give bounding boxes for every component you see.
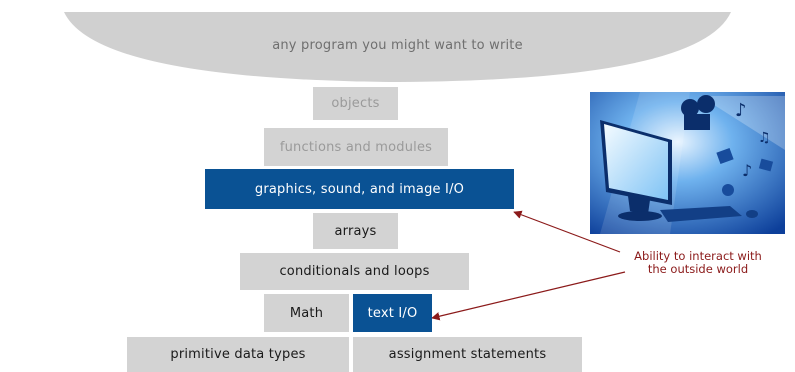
block-assignment-statements: assignment statements [353, 337, 582, 372]
annotation-line-1: Ability to interact with [634, 249, 762, 263]
arrow-to-graphics [513, 210, 621, 253]
block-conditionals-and-loops: conditionals and loops [240, 253, 469, 290]
multimedia-computer-picture: ♪ ♫ ♪ [590, 92, 785, 234]
svg-text:♪: ♪ [742, 161, 752, 180]
arrow-to-text-io [431, 271, 626, 321]
program-bowl [64, 12, 731, 82]
block-primitive-data-types: primitive data types [127, 337, 349, 372]
annotation-text: Ability to interact with the outside wor… [598, 250, 795, 276]
block-functions-and-modules: functions and modules [264, 128, 448, 166]
block-graphics-sound-image-io: graphics, sound, and image I/O [205, 169, 514, 209]
svg-text:♪: ♪ [735, 100, 747, 121]
block-text-io: text I/O [353, 294, 432, 332]
block-math: Math [264, 294, 349, 332]
block-objects: objects [313, 87, 398, 120]
svg-text:♫: ♫ [758, 130, 771, 146]
block-arrays: arrays [313, 213, 398, 249]
bowl-label: any program you might want to write [272, 38, 523, 53]
annotation-line-2: the outside world [647, 262, 749, 276]
